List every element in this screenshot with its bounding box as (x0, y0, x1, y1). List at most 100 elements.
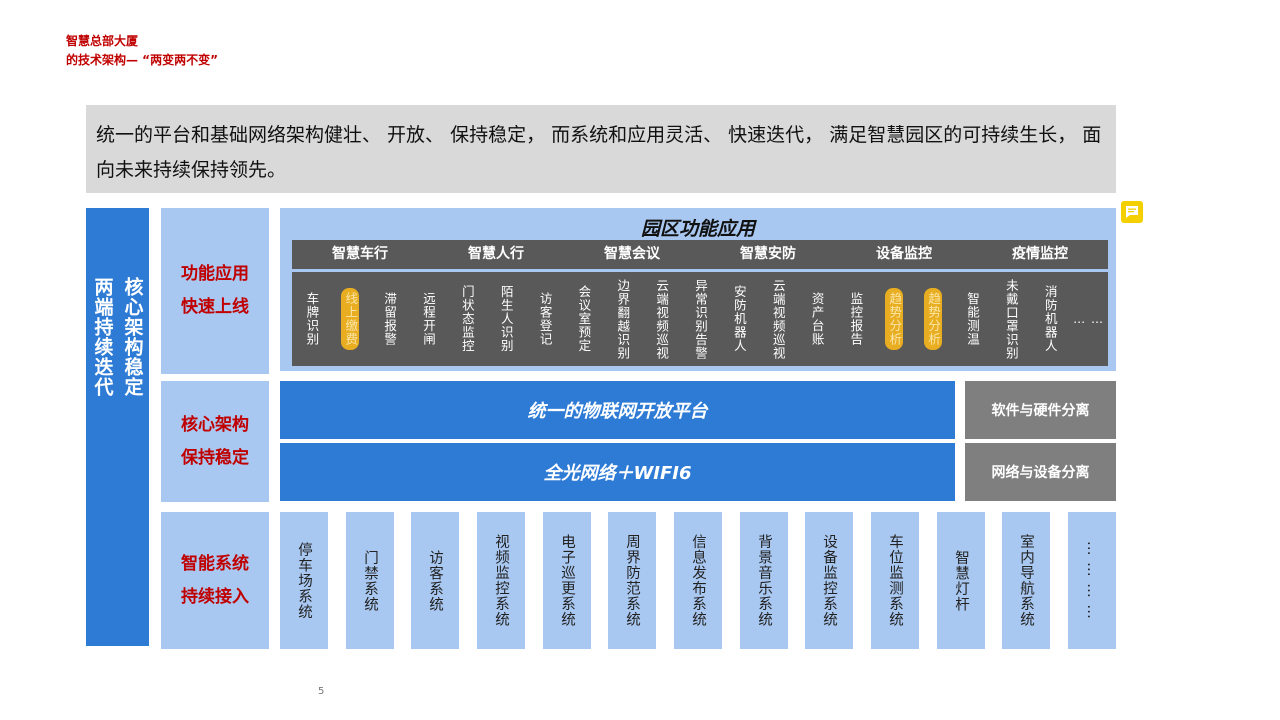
app-item: 门状态监控 (447, 272, 486, 366)
app-items-bar: 车牌识别 线上缴费 滞留报警 远程开闸 门状态监控 陌生人识别 访客登记 会议室预定 边界翻越识… (292, 272, 1108, 366)
system-label: 访客系统 (427, 549, 443, 612)
app-item-label: 陌生人识别 (498, 285, 514, 353)
app-item: 车牌识别 (292, 272, 331, 366)
left-bar-line2: 两端持续迭代 (91, 277, 114, 397)
app-item: 智能测温 (953, 272, 992, 366)
system-box: 门禁系统 (346, 512, 394, 649)
app-item-label: 边界翻越识别 (615, 278, 631, 360)
app-item: 线上缴费 (331, 272, 370, 366)
network-device-separation: 网络与设备分离 (965, 443, 1116, 501)
app-item-label: 未戴口罩识别 (1003, 278, 1019, 360)
row-label-line2: 快速上线 (181, 297, 249, 317)
row-label-line2: 持续接入 (181, 586, 249, 607)
system-box: 背景音乐系统 (740, 512, 788, 649)
system-label: 周界防范系统 (624, 534, 640, 627)
app-item-label: 线上缴费 (341, 288, 360, 350)
system-box: 电子巡更系统 (543, 512, 591, 649)
row-label-systems: 智能系统 持续接入 (161, 512, 269, 649)
software-hardware-separation: 软件与硬件分离 (965, 381, 1116, 439)
apps-title: 园区功能应用 (640, 218, 755, 240)
row-label-core: 核心架构 保持稳定 (161, 381, 269, 502)
iot-platform: 统一的物联网开放平台 (280, 381, 955, 439)
app-item-label: 云端视频巡视 (770, 278, 786, 360)
summary-banner: 统一的平台和基础网络架构健壮、 开放、 保持稳定， 而系统和应用灵活、 快速迭代… (86, 105, 1116, 193)
system-box: 智慧灯杆 (937, 512, 985, 649)
app-item: 监控报告 (836, 272, 875, 366)
app-item: 异常识别告警 (681, 272, 720, 366)
app-item-label: 资产台账 (809, 292, 825, 346)
app-item-label: 访客登记 (537, 292, 553, 346)
category-label: 智慧车行 (332, 246, 388, 262)
category-bar: 智慧车行 智慧人行 智慧会议 智慧安防 设备监控 疫情监控 (292, 240, 1108, 269)
system-box: 室内导航系统 (1002, 512, 1050, 649)
app-item-label: 智能测温 (964, 292, 980, 346)
app-item: 云端视频巡视 (642, 272, 681, 366)
page-title: 智慧总部大厦 的技术架构— “两变两不变” (66, 32, 218, 70)
app-item-label: 监控报告 (848, 292, 864, 346)
left-bar-line1: 核心架构稳定 (121, 277, 144, 397)
system-label: 智慧灯杆 (953, 549, 969, 612)
network-layer: 全光网络＋WIFI6 (280, 443, 955, 501)
app-item: 资产台账 (797, 272, 836, 366)
app-item: 滞留报警 (370, 272, 409, 366)
row-label-line1: 功能应用 (181, 264, 249, 284)
system-label: 设备监控系统 (821, 534, 837, 627)
system-label: 电子巡更系统 (559, 534, 575, 627)
app-item: 访客登记 (525, 272, 564, 366)
app-item-label: 消防机器人 (1042, 285, 1058, 353)
app-item: 安防机器人 (719, 272, 758, 366)
app-item: 边界翻越识别 (603, 272, 642, 366)
system-box: 访客系统 (411, 512, 459, 649)
app-item-label: 远程开闸 (420, 292, 436, 346)
system-label: 门禁系统 (362, 549, 378, 612)
system-label: … … … … (1084, 541, 1100, 620)
row-label-apps: 功能应用 快速上线 (161, 208, 269, 374)
app-item-label: 滞留报警 (382, 292, 398, 346)
system-box: 车位监测系统 (871, 512, 919, 649)
category-label: 智慧人行 (468, 246, 524, 262)
page-title-line2: 的技术架构— “两变两不变” (66, 53, 218, 67)
system-label: 停车场系统 (296, 541, 312, 620)
app-item-label: 趋势分析 (924, 288, 943, 350)
page-title-line1: 智慧总部大厦 (66, 34, 139, 48)
category-label: 设备监控 (876, 246, 932, 262)
system-box: 周界防范系统 (608, 512, 656, 649)
system-label: 车位监测系统 (887, 534, 903, 627)
app-item: 陌生人识别 (486, 272, 525, 366)
system-box: 信息发布系统 (674, 512, 722, 649)
left-bar: 核心架构稳定 两端持续迭代 (86, 208, 149, 646)
app-item-label: 安防机器人 (731, 285, 747, 353)
app-item-label: 异常识别告警 (692, 278, 708, 360)
category-label: 智慧安防 (740, 246, 796, 262)
app-item-label: 趋势分析 (885, 288, 904, 350)
system-label: 信息发布系统 (690, 534, 706, 627)
app-item: … … (1069, 272, 1108, 366)
system-box: 停车场系统 (280, 512, 328, 649)
system-box: 视频监控系统 (477, 512, 525, 649)
app-item-label: 门状态监控 (459, 285, 475, 353)
category-label: 智慧会议 (604, 246, 660, 262)
app-item: 远程开闸 (409, 272, 448, 366)
app-item: 趋势分析 (914, 272, 953, 366)
system-box: 设备监控系统 (805, 512, 853, 649)
system-label: 视频监控系统 (493, 534, 509, 627)
app-item: 未戴口罩识别 (991, 272, 1030, 366)
row-label-line1: 智能系统 (181, 553, 249, 574)
app-item: 消防机器人 (1030, 272, 1069, 366)
comment-icon[interactable] (1121, 201, 1143, 223)
app-item-label: 云端视频巡视 (654, 278, 670, 360)
app-item: 会议室预定 (564, 272, 603, 366)
app-item: 趋势分析 (875, 272, 914, 366)
system-label: 室内导航系统 (1018, 534, 1034, 627)
row-label-line1: 核心架构 (181, 414, 249, 435)
app-item-label: 会议室预定 (576, 285, 592, 353)
left-bar-text: 核心架构稳定 两端持续迭代 (88, 277, 148, 577)
row-label-line2: 保持稳定 (181, 447, 249, 468)
app-item: 云端视频巡视 (758, 272, 797, 366)
page-number: 5 (318, 686, 325, 697)
app-item-label: 车牌识别 (304, 292, 320, 346)
system-label: 背景音乐系统 (756, 534, 772, 627)
system-box: … … … … (1068, 512, 1116, 649)
app-item-label: … … (1073, 312, 1104, 326)
category-label: 疫情监控 (1012, 246, 1068, 262)
